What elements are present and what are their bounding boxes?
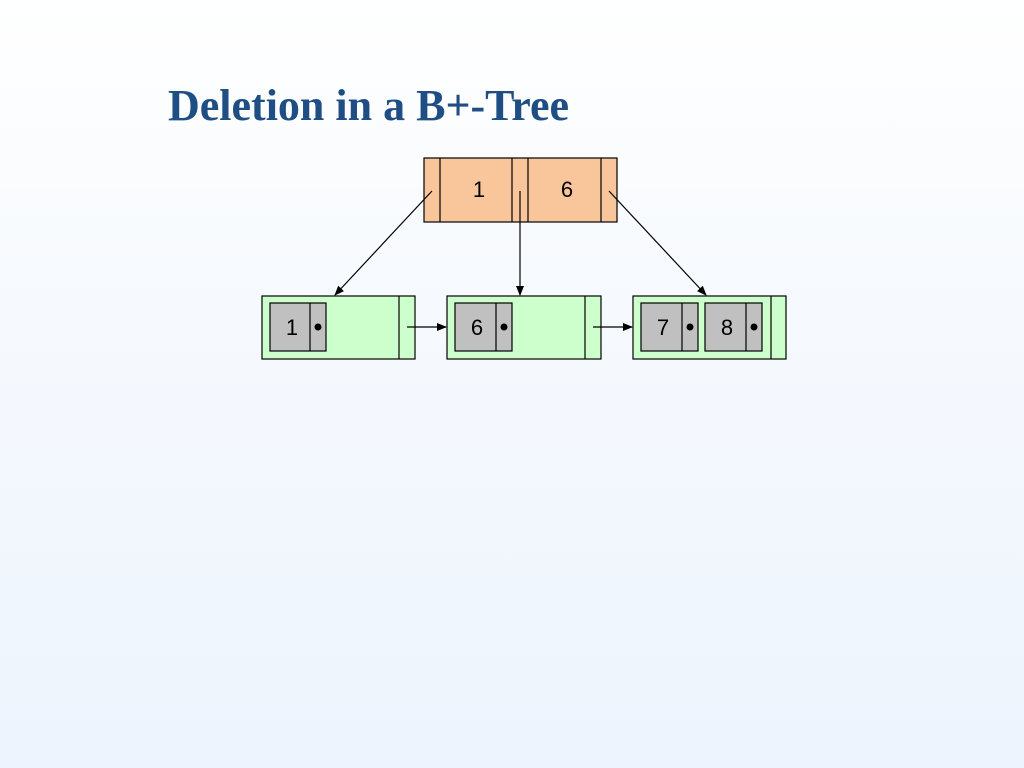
record-pointer-dot [500,323,508,331]
record-pointer-dot [314,323,322,331]
leaf-node-3: 7 8 [632,295,787,360]
leaf-node-1: 1 [261,295,416,360]
leaf-3-entry-1: 7 [640,302,699,352]
root-pointer-to-leaf-3 [608,190,707,296]
slide-title: Deletion in a B+-Tree [168,81,570,130]
record-pointer-dot [686,323,694,331]
leaf-2-entry-1: 6 [454,302,513,352]
leaf-node-2: 6 [446,295,602,360]
root-key-1: 1 [473,177,485,202]
leaf-1-key-1: 1 [286,315,298,340]
root-pointer-to-leaf-1 [334,190,433,296]
record-pointer-dot [750,323,758,331]
leaf-1-entry-1: 1 [269,302,327,352]
leaf-3-entry-2: 8 [704,302,763,352]
leaf-3-key-2: 8 [721,315,733,340]
root-node: 1 6 [423,157,618,223]
leaf-3-key-1: 7 [657,315,669,340]
leaf-2-key-1: 6 [471,315,483,340]
root-key-2: 6 [561,177,573,202]
